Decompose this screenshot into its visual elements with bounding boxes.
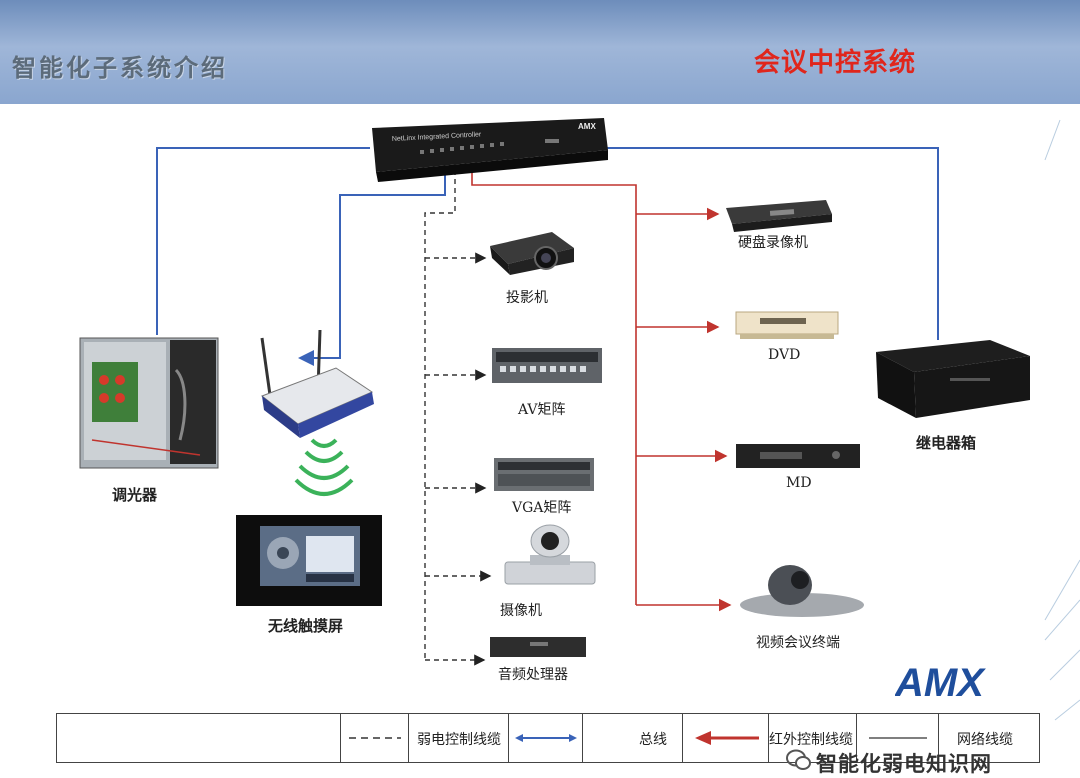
legend-weak-current-label: 弱电控制线缆 [417, 732, 501, 748]
relay-box-icon [876, 340, 1030, 418]
blue-bus-lines [156, 147, 939, 366]
relay-box-label: 继电器箱 [916, 434, 977, 452]
central-controller: NetLinx Integrated Controller AMX [372, 118, 608, 182]
controller-brand: AMX [578, 122, 596, 131]
legend-network-label: 网络线缆 [957, 732, 1013, 748]
md-player-icon [736, 444, 860, 468]
video-conference-label: 视频会议终端 [756, 635, 840, 651]
projector-label: 投影机 [506, 290, 548, 306]
touch-panel-icon [236, 515, 382, 606]
audio-processor-label: 音频处理器 [498, 667, 568, 683]
controller-label: NetLinx Integrated Controller [392, 131, 482, 143]
video-conference-icon [740, 565, 864, 617]
header-banner: 智能化子系统介绍 会议中控系统 [0, 0, 1080, 104]
dvd-player-icon [735, 311, 839, 339]
dimmer-label: 调光器 [112, 486, 158, 504]
av-matrix-label: AV矩阵 [518, 402, 566, 418]
dimmer-cabinet-icon [79, 337, 219, 469]
wireless-router-icon [260, 329, 374, 438]
watermark-text: 智能化弱电知识网 [816, 752, 992, 776]
projector-icon [490, 232, 574, 275]
av-matrix-icon [492, 348, 602, 383]
camera-label: 摄像机 [500, 603, 542, 619]
dvd-label: DVD [768, 347, 801, 363]
dvr-icon [726, 200, 832, 232]
vga-matrix-label: VGA矩阵 [512, 500, 572, 516]
camera-icon [504, 524, 596, 585]
legend-cell-ir: 红外控制线缆 [768, 714, 856, 762]
legend-swatch-dashed [340, 714, 408, 762]
dvr-label: 硬盘录像机 [738, 235, 808, 251]
wireless-signal-icon [294, 438, 354, 496]
dashed-control-lines [424, 170, 492, 666]
vga-matrix-icon [494, 458, 594, 491]
red-ir-lines [471, 170, 732, 612]
md-label: MD [786, 475, 812, 491]
legend-swatch-solid [856, 714, 938, 762]
wechat-icon [786, 749, 811, 770]
legend-cell-network: 网络线缆 [938, 714, 1039, 762]
header-left-title: 智能化子系统介绍 [12, 53, 228, 82]
audio-processor-icon [490, 637, 586, 657]
legend-ir-label: 红外控制线缆 [769, 732, 853, 748]
legend-cell-bus: 总线 [582, 714, 682, 762]
decorative-structure [1044, 119, 1080, 721]
amx-logo-text: AMX [895, 662, 986, 702]
legend-swatch-red [682, 714, 768, 762]
amx-logo: AMX [895, 662, 986, 702]
header-right-title: 会议中控系统 [754, 48, 917, 78]
legend-table: 弱电控制线缆 总线 红外控制线缆 网络线缆 [56, 713, 1040, 763]
legend-bus-label: 总线 [639, 732, 667, 748]
legend-cell-weak: 弱电控制线缆 [408, 714, 508, 762]
touch-screen-label: 无线触摸屏 [268, 617, 344, 635]
legend-swatch-blue [508, 714, 582, 762]
